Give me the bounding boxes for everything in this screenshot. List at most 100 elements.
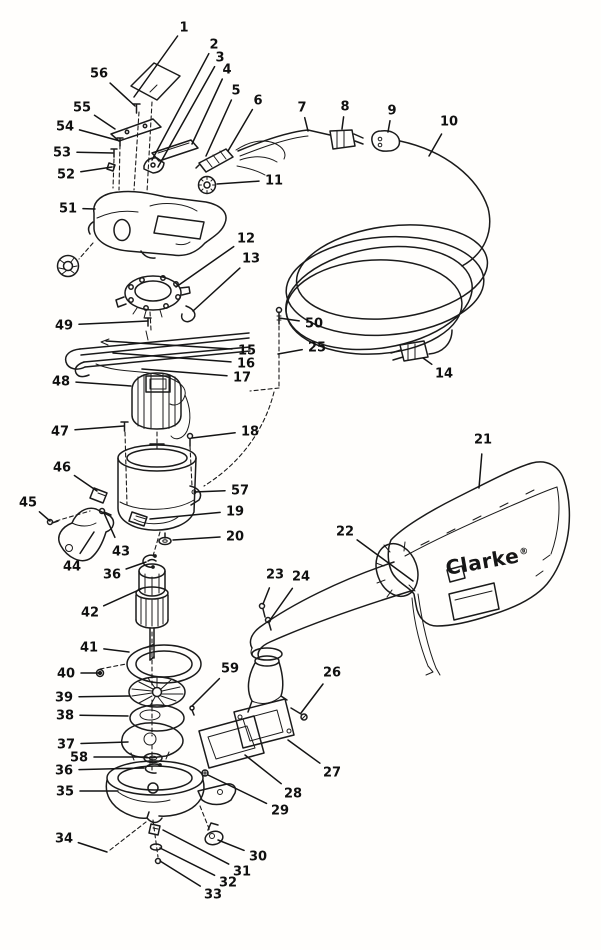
callout-leader-43 xyxy=(103,512,116,539)
callout-leader-38 xyxy=(79,714,129,717)
callout-number-19: 19 xyxy=(226,505,244,520)
callout-number-17: 17 xyxy=(233,371,251,386)
callout-leader-52 xyxy=(80,166,113,173)
screw-49-art xyxy=(144,317,152,327)
callout-number-43: 43 xyxy=(112,545,130,560)
fan-art xyxy=(128,676,186,708)
callout-number-54: 54 xyxy=(56,120,74,135)
callout-leader-50 xyxy=(278,317,300,322)
side-knob-art xyxy=(56,254,80,278)
bottom-fasteners-art xyxy=(148,823,163,865)
pad-screws-art xyxy=(106,103,141,172)
callout-number-20: 20 xyxy=(226,530,244,545)
callout-leader-11 xyxy=(216,180,260,185)
callout-leader-55 xyxy=(93,114,116,130)
callout-number-58: 58 xyxy=(70,751,88,766)
callout-number-25: 25 xyxy=(308,341,326,356)
callout-number-59: 59 xyxy=(221,662,239,677)
switch-lever-art xyxy=(143,157,165,174)
knob-art xyxy=(197,175,217,195)
callout-leader-53 xyxy=(76,151,114,154)
armature-art xyxy=(135,558,169,661)
callout-number-36: 36 xyxy=(103,568,121,583)
callout-number-3: 3 xyxy=(215,51,224,66)
bracket-46-art xyxy=(89,487,108,504)
brush-ring-art xyxy=(115,275,191,319)
cord-coil-art xyxy=(285,224,489,355)
screw-45-art xyxy=(46,518,59,526)
callout-number-14: 14 xyxy=(435,367,453,382)
callout-number-46: 46 xyxy=(53,461,71,476)
elbow-fitting-30-art xyxy=(204,822,224,846)
callout-number-12: 12 xyxy=(237,232,255,247)
field-coil-art xyxy=(131,372,182,430)
callout-leader-33 xyxy=(159,860,202,887)
callout-leader-15 xyxy=(105,340,233,350)
washer-58-art xyxy=(143,752,163,764)
gasket-28-art xyxy=(198,715,265,769)
callout-number-37: 37 xyxy=(57,738,75,753)
callout-leader-18 xyxy=(191,432,236,439)
callout-number-8: 8 xyxy=(340,100,349,115)
callout-number-38: 38 xyxy=(56,709,74,724)
callout-leader-42 xyxy=(102,588,142,607)
bag-brand-label: Clarke® xyxy=(444,542,532,580)
callout-number-49: 49 xyxy=(55,319,73,334)
callout-leader-44 xyxy=(79,531,95,555)
callout-leader-48 xyxy=(75,381,132,387)
callout-number-30: 30 xyxy=(249,850,267,865)
part-20-art xyxy=(158,532,172,546)
callout-leader-36 xyxy=(78,767,145,771)
callout-number-13: 13 xyxy=(242,252,260,267)
callout-number-4: 4 xyxy=(222,63,231,78)
slide-plate-art xyxy=(151,139,199,162)
callout-leader-47 xyxy=(74,425,125,431)
callout-leader-49 xyxy=(78,320,149,326)
callout-leader-17 xyxy=(141,368,228,377)
callout-number-39: 39 xyxy=(55,691,73,706)
callout-number-26: 26 xyxy=(323,666,341,681)
callout-number-45: 45 xyxy=(19,496,37,511)
callout-leader-29 xyxy=(207,774,268,805)
callout-number-34: 34 xyxy=(55,832,73,847)
callout-leader-57 xyxy=(193,489,226,493)
screw-26-art xyxy=(290,707,308,721)
callout-leader-25 xyxy=(277,348,303,355)
callout-leader-6 xyxy=(227,108,254,152)
callout-leader-5 xyxy=(205,99,233,157)
callout-leader-9 xyxy=(387,120,391,133)
pin-43-art xyxy=(98,507,112,516)
callout-leader-14 xyxy=(422,357,433,366)
callout-leader-22 xyxy=(356,539,414,582)
callout-leader-20 xyxy=(172,536,221,541)
callout-number-57: 57 xyxy=(231,484,249,499)
screws-23-24-art xyxy=(258,602,272,631)
callout-number-15: 15 xyxy=(238,344,256,359)
callout-number-36: 36 xyxy=(55,764,73,779)
retainer-plate-art xyxy=(110,118,162,142)
callout-leader-27 xyxy=(287,739,321,764)
callout-leader-28 xyxy=(244,754,282,785)
callout-number-27: 27 xyxy=(323,766,341,781)
callout-leader-45 xyxy=(38,511,51,522)
exhaust-elbow-art xyxy=(233,647,295,749)
callout-leader-12 xyxy=(175,245,235,288)
switch-leads-art xyxy=(235,140,286,176)
callout-leader-32 xyxy=(159,847,216,877)
callout-number-21: 21 xyxy=(474,433,492,448)
callout-number-11: 11 xyxy=(265,174,283,189)
callout-leader-46 xyxy=(73,474,98,492)
callout-leader-59 xyxy=(191,677,221,707)
callout-leader-26 xyxy=(300,683,324,714)
callout-leader-37 xyxy=(80,741,129,745)
callout-number-18: 18 xyxy=(241,425,259,440)
callout-number-51: 51 xyxy=(59,202,77,217)
callout-number-55: 55 xyxy=(73,101,91,116)
callout-leader-1 xyxy=(133,35,179,98)
callout-leader-54 xyxy=(78,129,121,142)
callout-number-24: 24 xyxy=(292,570,310,585)
alignment-dashes xyxy=(55,101,280,858)
callout-number-33: 33 xyxy=(204,888,222,903)
